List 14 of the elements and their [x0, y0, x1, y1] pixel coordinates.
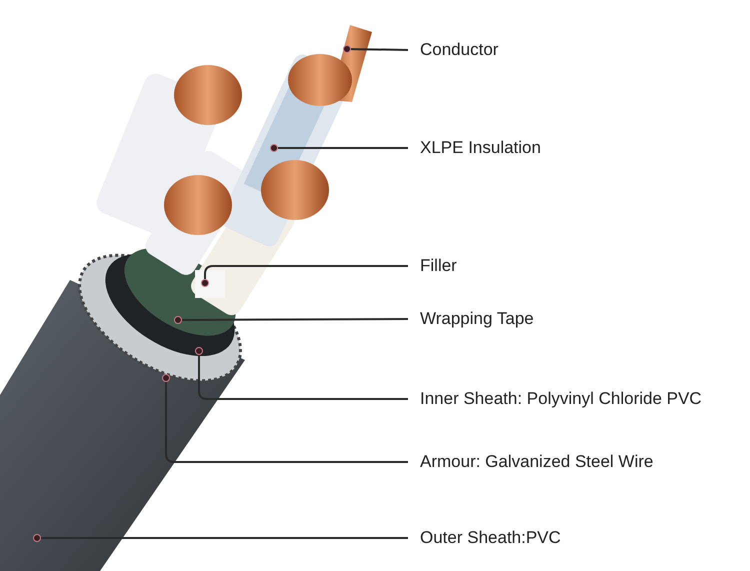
- part-label: Inner Sheath: Polyvinyl Chloride PVC: [420, 389, 702, 409]
- part-label: Wrapping Tape: [420, 309, 534, 329]
- part-label: XLPE Insulation: [420, 138, 541, 158]
- part-label: Armour: Galvanized Steel Wire: [420, 452, 654, 472]
- leader-line: [350, 48, 408, 51]
- leader-line: [198, 355, 408, 400]
- part-label: Filler: [420, 256, 457, 276]
- leader-line: [182, 318, 408, 321]
- leader-line: [41, 537, 408, 539]
- part-label: Conductor: [420, 40, 498, 60]
- part-label: Outer Sheath:PVC: [420, 528, 561, 548]
- marker-dot: [343, 45, 351, 53]
- leader-line: [278, 147, 408, 149]
- leader-line: [165, 382, 408, 463]
